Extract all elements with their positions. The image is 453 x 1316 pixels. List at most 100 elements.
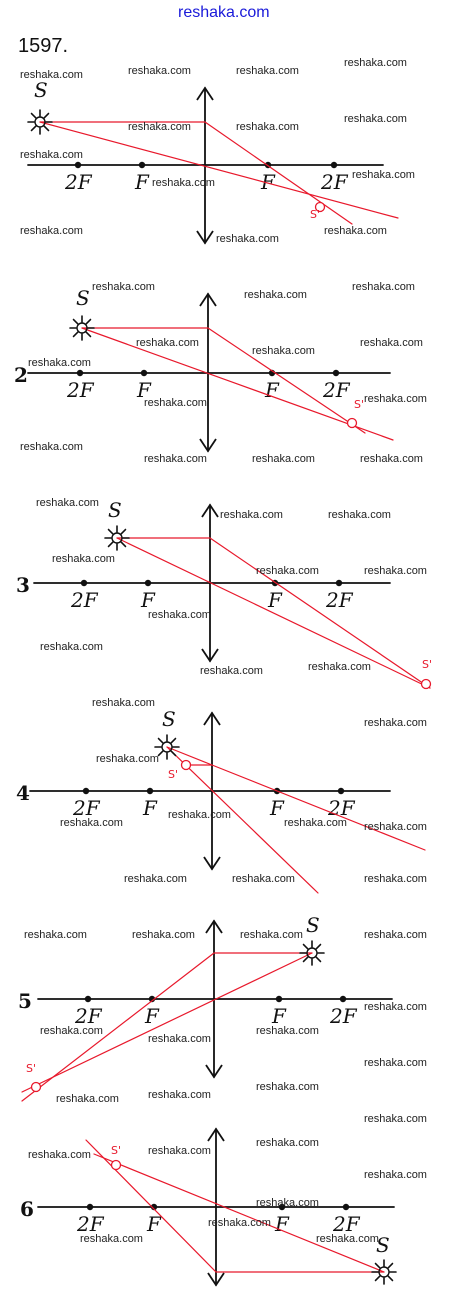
watermark: reshaka.com: [364, 393, 427, 405]
light-ray: [81, 327, 394, 441]
label-f: F: [271, 1004, 287, 1028]
watermark: reshaka.com: [364, 1057, 427, 1069]
source-label: S: [162, 707, 176, 731]
source-ray-tick: [43, 112, 50, 119]
light-source-icon: [299, 940, 325, 966]
source-ray-tick: [72, 331, 79, 338]
light-ray: [209, 537, 431, 689]
image-point: [30, 1081, 42, 1093]
watermark: reshaka.com: [364, 1001, 427, 1013]
light-source-icon: [154, 734, 180, 760]
watermark: reshaka.com: [364, 717, 427, 729]
watermark: reshaka.com: [364, 821, 427, 833]
source-ray-tick: [374, 1262, 381, 1269]
label-2f: 2F: [74, 1004, 103, 1028]
image-label: S': [354, 398, 364, 411]
source-label: S: [34, 78, 48, 102]
watermark: reshaka.com: [56, 1093, 119, 1105]
watermark: reshaka.com: [92, 697, 155, 709]
light-ray: [116, 537, 431, 689]
watermark: reshaka.com: [256, 1025, 319, 1037]
light-ray: [85, 1139, 217, 1273]
watermark: reshaka.com: [20, 225, 83, 237]
watermark: reshaka.com: [20, 441, 83, 453]
panel-index: 4: [16, 781, 30, 805]
watermark: reshaka.com: [364, 1113, 427, 1125]
watermark: reshaka.com: [60, 817, 123, 829]
source-ray-tick: [315, 943, 322, 950]
focal-point-dot: [86, 1203, 94, 1211]
label-f: F: [142, 796, 158, 820]
watermark: reshaka.com: [28, 357, 91, 369]
source-label: S: [108, 498, 122, 522]
watermark: reshaka.com: [148, 1089, 211, 1101]
source-ray-tick: [302, 956, 309, 963]
label-f: F: [274, 1212, 290, 1236]
panel-index: 5: [18, 989, 32, 1013]
focal-point-dot: [275, 995, 283, 1003]
watermark: reshaka.com: [132, 929, 195, 941]
watermark: reshaka.com: [252, 345, 315, 357]
focal-point-dot: [332, 369, 340, 377]
focal-point-dot: [80, 579, 88, 587]
watermark: reshaka.com: [324, 225, 387, 237]
focal-point-dot: [74, 161, 82, 169]
watermark: reshaka.com: [352, 281, 415, 293]
lens-arrow-bottom-icon: [207, 1272, 225, 1287]
label-f: F: [136, 378, 152, 402]
focal-point-dot: [330, 161, 338, 169]
watermark: reshaka.com: [148, 1145, 211, 1157]
watermark: reshaka.com: [208, 1217, 271, 1229]
source-ray-tick: [170, 737, 177, 744]
watermark: reshaka.com: [144, 453, 207, 465]
source-ray-tick: [315, 956, 322, 963]
label-2f: 2F: [66, 378, 95, 402]
source-circle: [378, 1266, 390, 1278]
image-point: [420, 678, 432, 690]
watermark: reshaka.com: [96, 753, 159, 765]
source-ray-tick: [120, 541, 127, 548]
focal-point-dot: [148, 995, 156, 1003]
source-label: S: [306, 913, 320, 937]
source-ray-tick: [72, 318, 79, 325]
source-ray-tick: [30, 112, 37, 119]
watermark: reshaka.com: [80, 1233, 143, 1245]
source-ray-tick: [170, 750, 177, 757]
label-f: F: [269, 796, 285, 820]
source-ray-tick: [157, 737, 164, 744]
focal-point-dot: [150, 1203, 158, 1211]
panel-index: 3: [16, 573, 30, 597]
watermark: reshaka.com: [364, 929, 427, 941]
watermark: reshaka.com: [128, 121, 191, 133]
source-label: S: [376, 1233, 390, 1257]
label-f: F: [267, 588, 283, 612]
focal-point-dot: [339, 995, 347, 1003]
light-source-icon: [27, 109, 53, 135]
source-ray-tick: [107, 528, 114, 535]
label-f: F: [146, 1212, 162, 1236]
lens-arrow-bottom-icon: [201, 648, 219, 663]
watermark: reshaka.com: [168, 809, 231, 821]
light-ray: [207, 327, 366, 434]
source-ray-tick: [157, 750, 164, 757]
watermark: reshaka.com: [40, 641, 103, 653]
focal-point-dot: [84, 995, 92, 1003]
label-2f: 2F: [320, 170, 349, 194]
source-ray-tick: [30, 125, 37, 132]
focal-point-dot: [278, 1203, 286, 1211]
watermark: reshaka.com: [360, 453, 423, 465]
focal-point-dot: [342, 1203, 350, 1211]
image-label: S': [422, 658, 432, 671]
light-source-icon: [104, 525, 130, 551]
source-ray-tick: [387, 1262, 394, 1269]
watermark: reshaka.com: [36, 497, 99, 509]
image-label: S': [26, 1062, 36, 1075]
watermark: reshaka.com: [232, 873, 295, 885]
lens-arrow-top-icon: [201, 503, 219, 518]
label-f: F: [264, 378, 280, 402]
source-circle: [111, 532, 123, 544]
watermark: reshaka.com: [360, 337, 423, 349]
